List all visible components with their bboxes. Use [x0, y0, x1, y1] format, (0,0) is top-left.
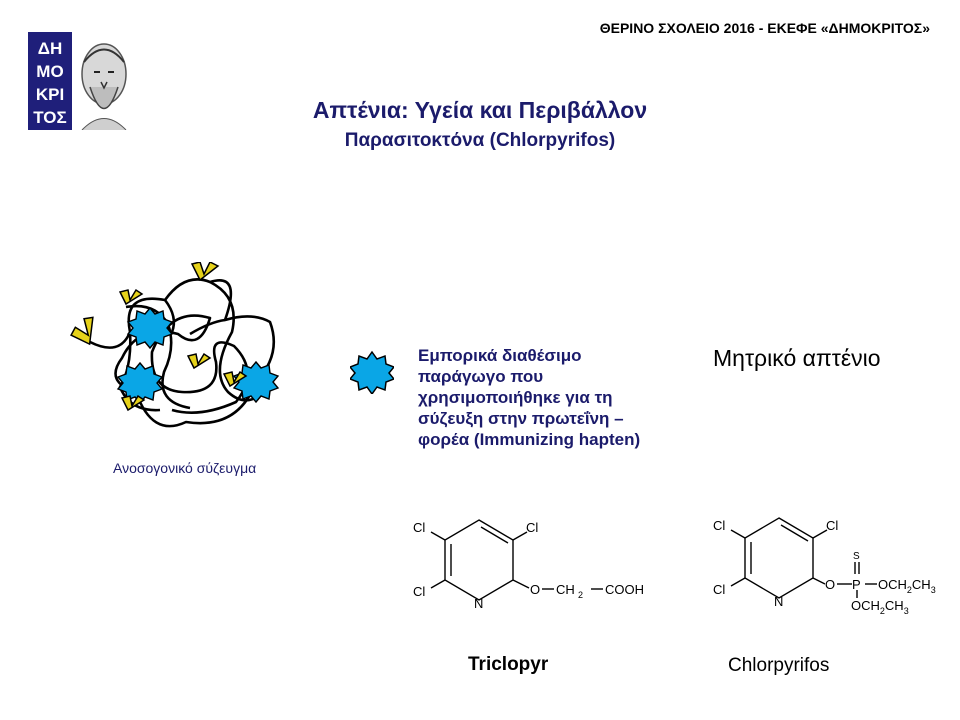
triclopyr-cl-3: Cl — [526, 520, 538, 535]
svg-text:ΤΟΣ: ΤΟΣ — [33, 108, 67, 127]
slide-subtitle: Παρασιτοκτόνα (Chlorpyrifos) — [344, 130, 616, 151]
logo-portrait — [72, 32, 136, 131]
slide-title: Απτένια: Υγεία και Περιβάλλον — [312, 97, 648, 123]
demokritos-logo-mark: ΔΗ ΜΟ ΚΡΙ ΤΟΣ — [33, 39, 67, 127]
triclopyr-name: Triclopyr — [468, 654, 549, 675]
hapten-star-icon — [350, 350, 394, 394]
triclopyr-structure: Cl Cl Cl N O CH 2 COOH — [413, 519, 644, 611]
chlorpyrifos-name: Chlorpyrifos — [728, 655, 830, 676]
chlorpyrifos-structure: Cl Cl Cl N O P S OCH2CH3 OCH2CH3 — [713, 517, 936, 616]
header-text: ΘΕΡΙΝΟ ΣΧΟΛΕΙΟ 2016 - ΕΚΕΦΕ «ΔΗΜΟΚΡΙΤΟΣ» — [599, 20, 930, 36]
svg-text:ΚΡΙ: ΚΡΙ — [36, 85, 64, 104]
triclopyr-o: O — [530, 582, 540, 597]
chlorpyrifos-cl-2: Cl — [713, 582, 725, 597]
chlorpyrifos-cl-3: Cl — [826, 518, 838, 533]
demokritos-logo: ΔΗ ΜΟ ΚΡΙ ΤΟΣ — [28, 32, 72, 130]
immunizing-hapten-description: Εμπορικά διαθέσιμο παράγωγο που χρησιμοπ… — [418, 346, 641, 449]
triclopyr-n: N — [474, 596, 483, 611]
conjugate-label: Ανοσογονικό σύζευγμα — [113, 460, 257, 476]
svg-text:ΔΗ: ΔΗ — [38, 39, 63, 58]
triclopyr-cl-2: Cl — [413, 584, 425, 599]
triclopyr-cooh: COOH — [605, 582, 644, 597]
chlorpyrifos-oet-2: OCH2CH3 — [851, 598, 909, 616]
chlorpyrifos-cl-1: Cl — [713, 518, 725, 533]
parent-hapten-label: Μητρικό απτένιο — [713, 345, 881, 371]
svg-text:ΜΟ: ΜΟ — [36, 62, 63, 81]
chlorpyrifos-n: N — [774, 594, 783, 609]
triclopyr-cl-1: Cl — [413, 520, 425, 535]
hapten-cluster — [116, 306, 280, 405]
antibody-markers — [70, 262, 248, 412]
triclopyr-ch-sub: 2 — [578, 590, 583, 600]
chlorpyrifos-oet-1: OCH2CH3 — [878, 577, 936, 595]
triclopyr-ch: CH — [556, 582, 575, 597]
chlorpyrifos-o: O — [825, 577, 835, 592]
chlorpyrifos-s: S — [853, 551, 860, 562]
conjugate-illustration — [70, 262, 280, 428]
chlorpyrifos-p: P — [852, 577, 861, 592]
